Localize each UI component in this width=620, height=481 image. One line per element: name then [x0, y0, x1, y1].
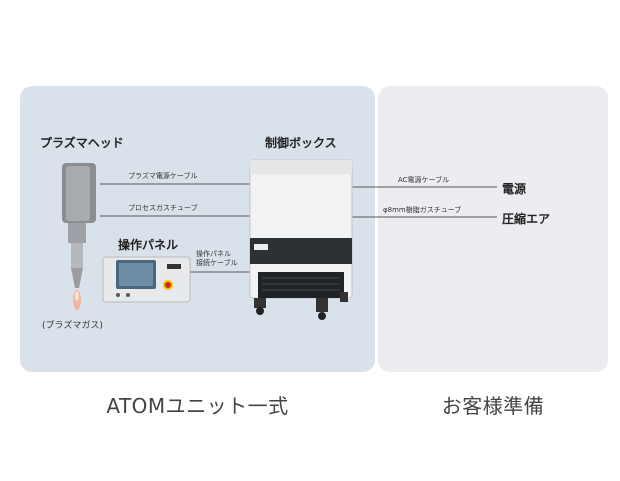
plasma-power-cable-label: プラズマ電源ケーブル: [128, 172, 198, 180]
panel-cable-label-line1: 操作パネル: [196, 250, 231, 258]
process-gas-tube-label: プロセスガスチューブ: [128, 204, 198, 212]
operation-panel-label: 操作パネル: [118, 238, 179, 252]
customer-area: [378, 86, 608, 372]
plasma-head-label: プラズマヘッド: [40, 136, 124, 150]
customer-caption: お客様準備: [441, 394, 545, 418]
control-box-label: 制御ボックス: [265, 136, 337, 150]
power-label: 電源: [502, 182, 527, 196]
atom-unit-caption: ATOMユニット一式: [106, 394, 289, 418]
plasma-head-device: [62, 163, 96, 310]
control-box-device: [249, 159, 353, 320]
plasma-gas-label: (プラズマガス): [42, 321, 103, 331]
resin-gas-tube-label: φ8mm樹脂ガスチューブ: [383, 206, 462, 214]
panel-cable-label-line2: 接続ケーブル: [196, 259, 238, 267]
operation-panel-device: [102, 256, 191, 303]
ac-cable-label: AC電源ケーブル: [398, 176, 450, 184]
compressed-air-label: 圧縮エア: [502, 212, 551, 226]
